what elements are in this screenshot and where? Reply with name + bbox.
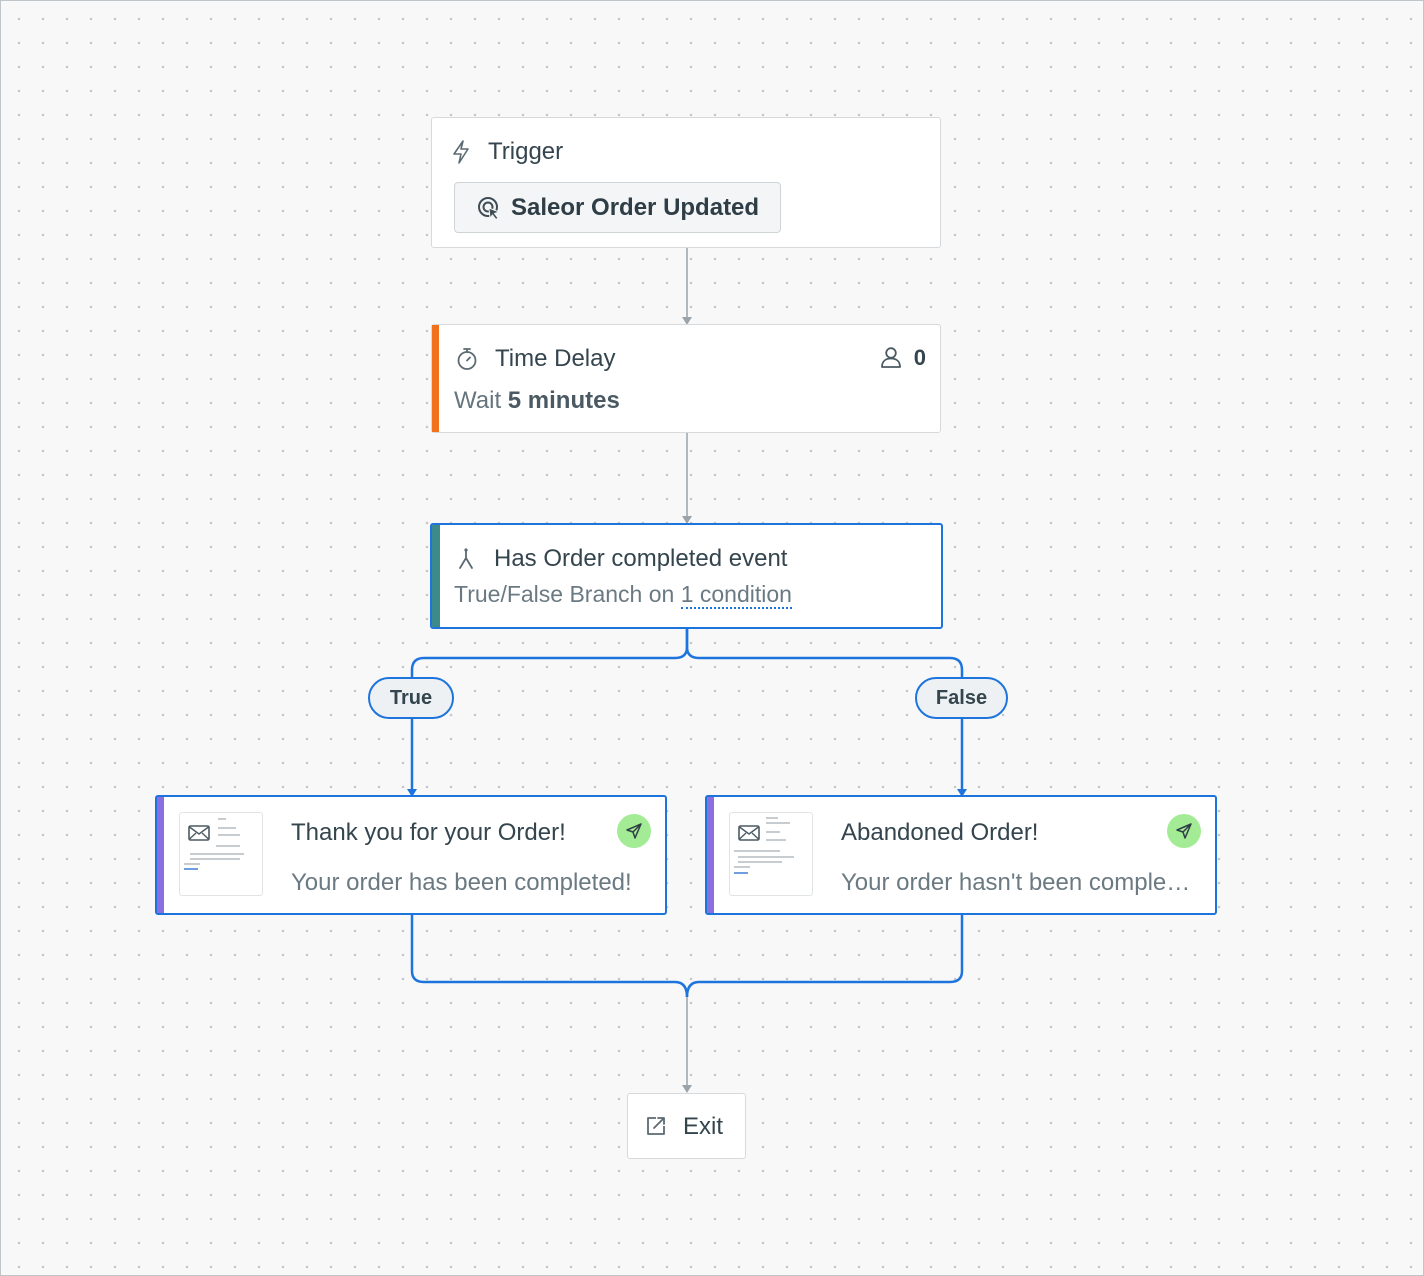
time-delay-node[interactable]: Time Delay 0 Wait 5 minutes: [431, 324, 941, 433]
email-preview-thumbnail: [179, 812, 263, 896]
cursor-click-icon: [477, 196, 503, 227]
external-link-icon: [645, 1115, 667, 1142]
email-accent: [707, 797, 714, 913]
time-delay-accent: [432, 325, 439, 432]
lightning-icon: [452, 140, 470, 169]
trigger-node[interactable]: Trigger Saleor Order Updated: [431, 117, 941, 248]
email-node[interactable]: Thank you for your Order! Your order has…: [155, 795, 667, 915]
trigger-event-label: Saleor Order Updated: [511, 193, 760, 221]
envelope-icon: [188, 825, 210, 846]
edge-branch-split-right: [685, 629, 964, 677]
envelope-icon: [738, 825, 760, 846]
trigger-title: Trigger: [488, 138, 564, 165]
branch-accent: [432, 525, 440, 627]
user-count: 0: [913, 345, 926, 370]
branch-node[interactable]: Has Order completed event True/False Bra…: [430, 523, 943, 629]
wait-value: 5 minutes: [507, 387, 620, 414]
email-preview-thumbnail: [729, 812, 813, 896]
branch-subtitle: True/False Branch on 1 condition: [454, 581, 792, 609]
wait-duration: Wait 5 minutes: [454, 387, 620, 415]
stopwatch-icon: [456, 347, 478, 376]
email-title: Abandoned Order!: [841, 819, 1039, 846]
email-subtitle: Your order has been completed!: [291, 869, 632, 896]
send-icon: [617, 814, 651, 848]
split-icon: [456, 547, 476, 576]
time-delay-title: Time Delay: [495, 345, 616, 372]
edge-branch-split: [410, 629, 689, 677]
exit-label: Exit: [683, 1113, 724, 1140]
branch-condition-link[interactable]: 1 condition: [680, 581, 792, 609]
email-accent: [157, 797, 164, 913]
email-subtitle: Your order hasn't been completed: [841, 869, 1191, 896]
branch-title: Has Order completed event: [494, 545, 788, 572]
send-icon: [1167, 814, 1201, 848]
false-branch-label[interactable]: False: [915, 677, 1008, 719]
user-count-icon: [880, 346, 902, 373]
email-title: Thank you for your Order!: [291, 819, 566, 846]
true-branch-label[interactable]: True: [368, 677, 454, 719]
branch-subtitle-prefix: True/False Branch on: [454, 581, 675, 607]
arrowhead-exit: [682, 1085, 692, 1093]
edge-email2-merge: [685, 915, 964, 998]
trigger-event-button[interactable]: Saleor Order Updated: [454, 182, 781, 233]
email-node[interactable]: Abandoned Order! Your order hasn't been …: [705, 795, 1217, 915]
exit-node[interactable]: Exit: [627, 1093, 746, 1159]
edge-email1-merge: [410, 915, 689, 998]
wait-prefix: Wait: [454, 387, 502, 414]
